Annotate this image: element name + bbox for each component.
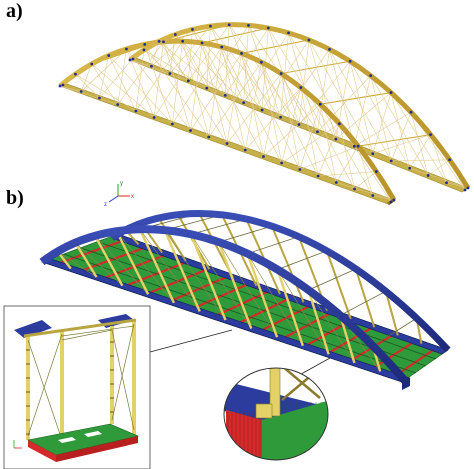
axis-label-z: z (104, 202, 107, 208)
inset-frame (23, 318, 137, 444)
wireframe-model (58, 22, 471, 206)
arch-b-back (110, 210, 451, 353)
joint-detail-inset (223, 367, 329, 461)
arch-b-front (39, 225, 410, 385)
node-points-a (58, 23, 470, 204)
hanger-set-b (56, 213, 423, 372)
cross-section-inset (3, 305, 151, 469)
coordinate-axes-icon: y x z (104, 181, 134, 208)
axis-label-y: y (120, 181, 123, 187)
solid-model (39, 210, 451, 390)
panel-label-b: b) (6, 187, 24, 209)
callout-line-section (149, 329, 233, 353)
panel-label-a: a) (6, 0, 23, 22)
axis-label-x: x (131, 194, 134, 200)
